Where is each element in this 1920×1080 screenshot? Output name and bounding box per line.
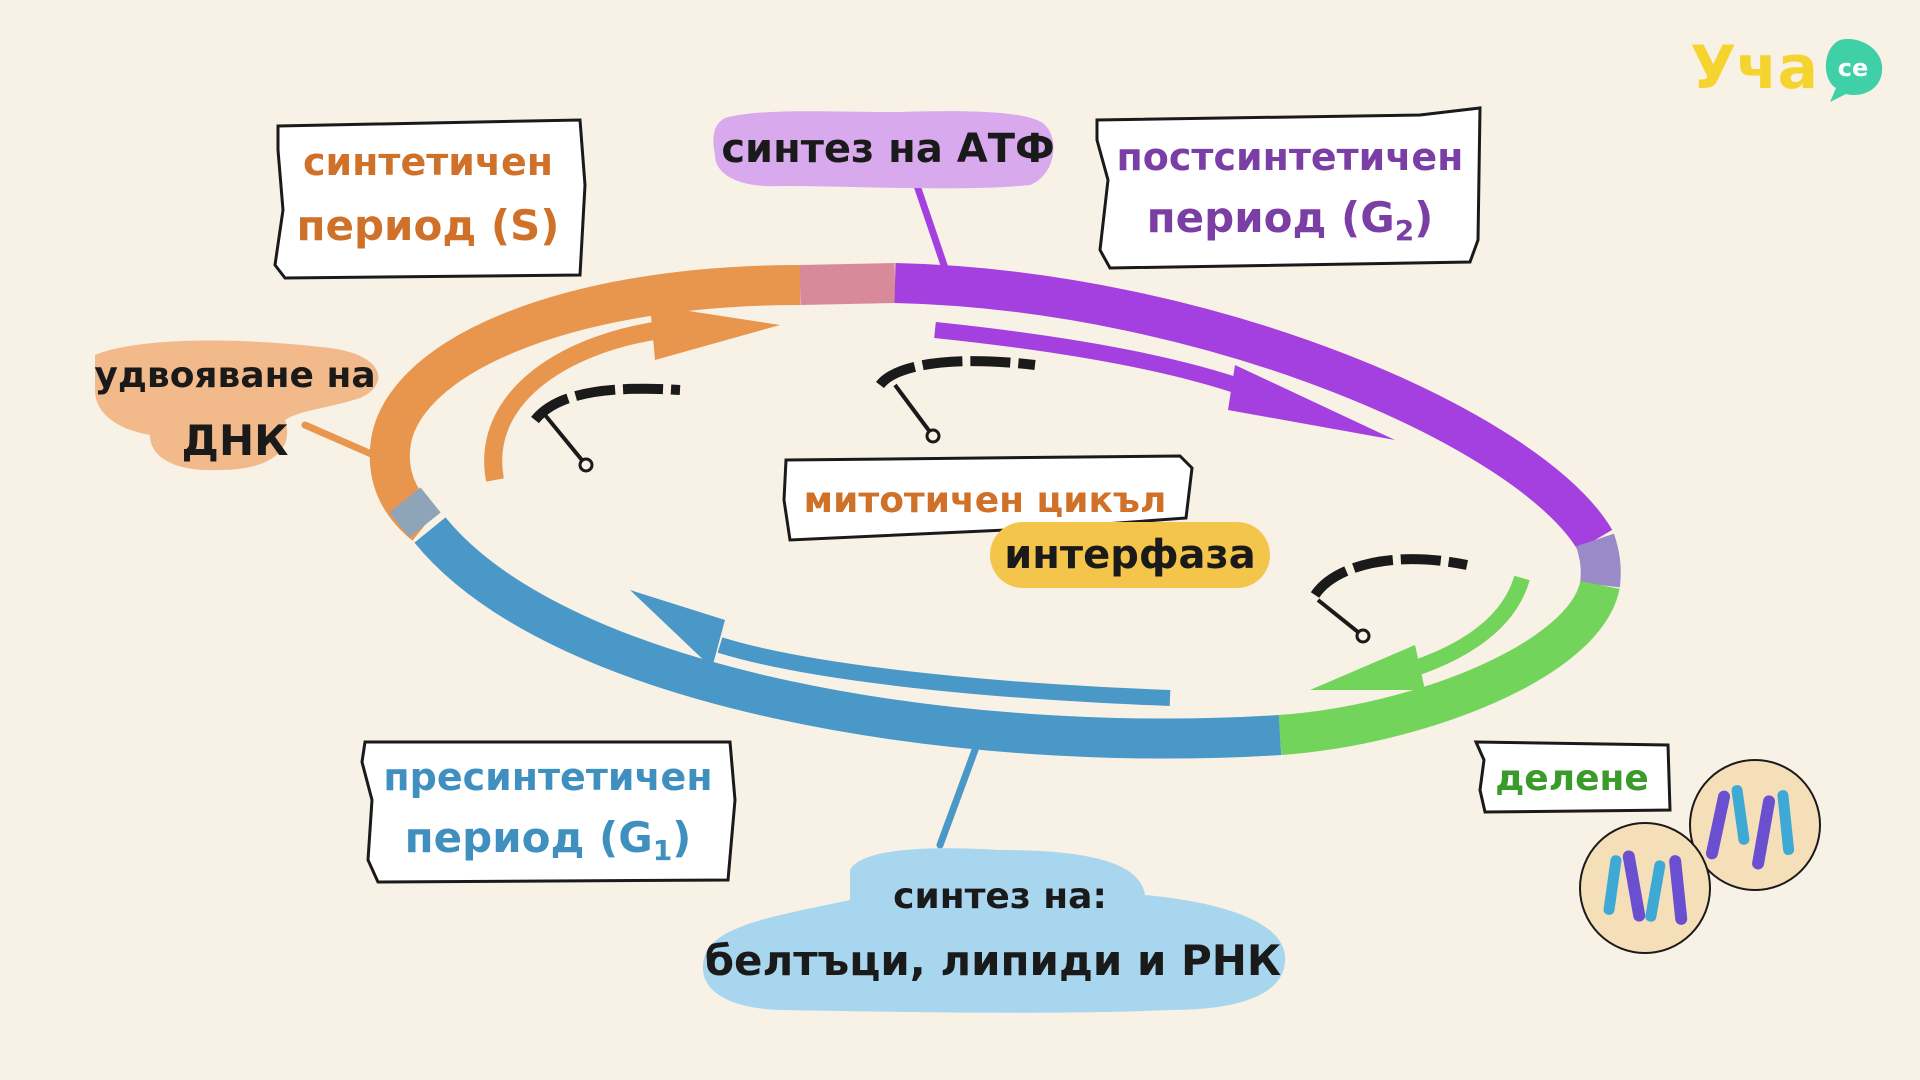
label-atp: синтез на АТФ (721, 126, 1054, 172)
arrow-g2-head (1228, 365, 1395, 440)
gauge-g2-pivot (925, 428, 941, 444)
logo-text: Уча (1690, 33, 1818, 103)
cell-bottom (1579, 822, 1711, 954)
chromosome-8 (1669, 855, 1688, 925)
gauges (531, 356, 1469, 644)
label-center-title: митотичен цикъл (804, 480, 1167, 521)
arrow-division (1407, 575, 1530, 678)
label-s-line1: синтетичен (303, 140, 553, 184)
ring-segment-g2 (894, 263, 1613, 551)
chromosome-2 (1731, 785, 1750, 845)
text-labels: синтетичен период (S) постсинтетичен пер… (94, 126, 1648, 985)
gauge-division-arc (1310, 554, 1469, 599)
ring-segment-s (369, 265, 801, 541)
label-g2-line1: постсинтетичен (1117, 135, 1464, 179)
chromosome-5 (1603, 855, 1622, 915)
label-interphase: интерфаза (1004, 532, 1256, 578)
bubble-synthesis (702, 848, 1286, 1013)
arrow-s (484, 321, 662, 482)
paper-box-g1 (360, 740, 737, 884)
ring-segment-division (1278, 579, 1620, 755)
logo-graphic: Уча се (1690, 33, 1883, 103)
arrow-s-head (650, 305, 780, 360)
label-g2-line2-main: период (G (1147, 193, 1395, 242)
ring-segment-g2-division-transition (1575, 533, 1621, 588)
label-g1-subscript: 1 (653, 834, 672, 867)
label-g1-close: ) (672, 813, 691, 862)
label-g1-line1: пресинтетичен (383, 755, 712, 799)
arrow-division-head (1310, 645, 1425, 690)
paper-box-division (1473, 740, 1672, 814)
gauge-g2 (876, 356, 1036, 444)
arrow-g1 (717, 637, 1171, 706)
paper-box-g2 (1095, 106, 1482, 270)
outer-cycle-ring (369, 263, 1621, 759)
ucha-se-logo[interactable]: Уча се (1690, 20, 1890, 110)
gauge-division-needle (1316, 598, 1365, 638)
label-g1-line2: период (G1) (405, 813, 692, 867)
cell-top-membrane (1689, 759, 1821, 891)
bubble-dna (95, 340, 379, 471)
connector-synthesis (936, 746, 979, 849)
label-synthesis-line1: синтез на: (893, 876, 1107, 917)
label-g2-subscript: 2 (1395, 214, 1414, 247)
ring-segment-g1 (414, 517, 1282, 759)
ring-segment-s-g2-transition (799, 263, 896, 305)
gauge-s-arc (531, 383, 681, 424)
gauge-division-pivot (1355, 628, 1371, 644)
label-g2-line2: период (G2) (1147, 193, 1434, 247)
cell-bottom-membrane (1579, 822, 1711, 954)
gauge-s-pivot (578, 457, 594, 473)
logo-speech-bubble-icon (1825, 39, 1883, 102)
logo-suffix: се (1838, 54, 1869, 82)
label-g1-line2-main: период (G (405, 813, 653, 862)
gauge-s (531, 383, 681, 473)
chromosome-7 (1645, 860, 1666, 922)
inner-arrows (484, 305, 1530, 706)
bubble-atp (713, 111, 1054, 189)
label-division: делене (1495, 758, 1649, 799)
paper-box-s (273, 118, 587, 280)
label-g2-close: ) (1414, 193, 1433, 242)
bubbles (95, 111, 1286, 1013)
gauge-g2-needle (893, 383, 935, 438)
cell-top (1689, 759, 1821, 891)
gauge-g2-arc (876, 356, 1036, 389)
label-dna-line2: ДНК (182, 416, 289, 465)
chromosome-4 (1777, 790, 1795, 855)
interphase-pill (990, 522, 1270, 588)
chromosome-1 (1705, 790, 1731, 860)
chromosome-3 (1752, 795, 1776, 870)
arrow-g1-head (630, 590, 725, 668)
gauge-division (1310, 554, 1469, 644)
label-synthesis-line2: белтъци, липиди и РНК (705, 936, 1282, 985)
ring-segment-g1-s-transition (389, 487, 441, 538)
dividing-cells (1579, 759, 1821, 954)
connector-dna (301, 421, 389, 464)
paper-boxes (273, 106, 1672, 884)
label-dna-line1: удвояване на (94, 355, 375, 396)
arrow-g2 (934, 322, 1253, 398)
gauge-s-needle (543, 413, 588, 467)
chromosome-6 (1622, 850, 1646, 922)
label-s-line2: период (S) (296, 201, 559, 250)
